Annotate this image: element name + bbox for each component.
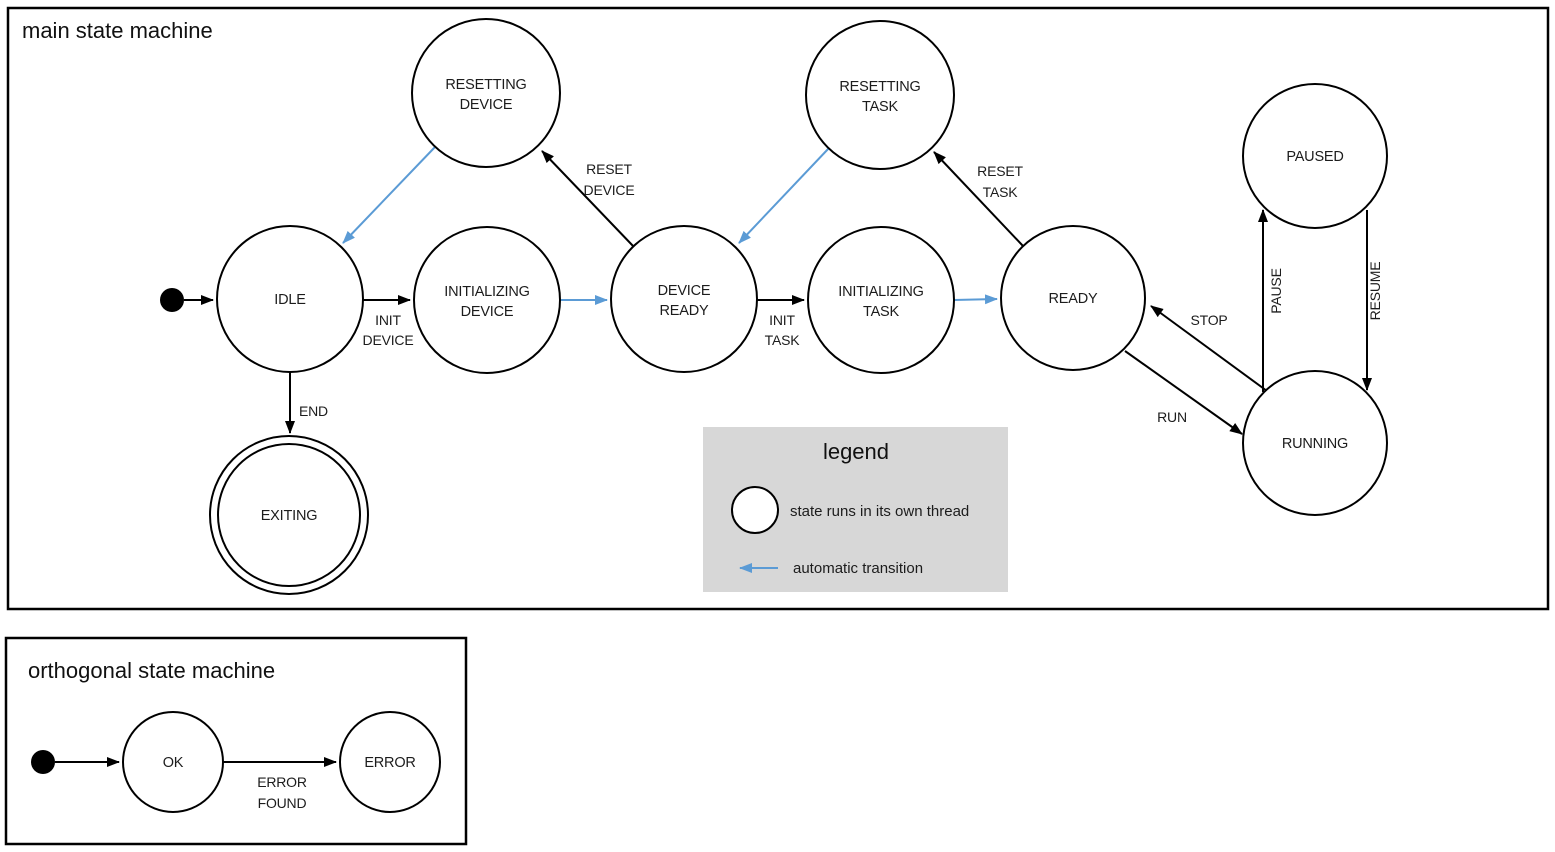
state-ready: READY xyxy=(1000,225,1146,371)
state-initializing-task-label-line1: INITIALIZING xyxy=(838,284,923,300)
state-ok-label: OK xyxy=(163,755,184,771)
auto-transition-initializing-task-to-ready xyxy=(953,294,998,305)
legend-title: legend xyxy=(823,439,889,464)
state-resetting-task-label-line2: TASK xyxy=(862,99,899,115)
initial-state-dot xyxy=(160,288,184,312)
transition-run xyxy=(1124,350,1243,435)
state-ready-label: READY xyxy=(1049,291,1098,307)
state-device-ready-label-line2: READY xyxy=(660,303,709,319)
state-initializing-device-label-line2: DEVICE xyxy=(461,304,514,320)
transition-label-init-device-line1: INIT xyxy=(375,312,401,328)
main-state-machine: main state machine INIT DEVICE RESET DEV… xyxy=(6,6,1550,611)
orthogonal-initial-state-dot xyxy=(31,750,55,774)
state-idle-circle xyxy=(216,225,364,373)
orthogonal-frame xyxy=(4,636,468,846)
state-exiting-label: EXITING xyxy=(261,508,318,524)
transition-label-reset-device-line1: RESET xyxy=(586,161,632,177)
transition-label-init-device-line2: DEVICE xyxy=(363,332,414,348)
transition-reset-task xyxy=(933,151,1024,247)
state-error: ERROR xyxy=(339,711,441,813)
state-ok-circle xyxy=(122,711,224,813)
transition-label-end: END xyxy=(299,403,328,419)
state-running-circle xyxy=(1242,370,1388,516)
state-resetting-task-label-line1: RESETTING xyxy=(839,79,920,95)
state-idle: IDLE xyxy=(216,225,364,373)
transition-reset-device xyxy=(541,150,635,248)
state-initializing-device: INITIALIZING DEVICE xyxy=(413,226,561,374)
state-initializing-task-label-line2: TASK xyxy=(863,304,900,320)
transition-label-resume: RESUME xyxy=(1367,262,1383,321)
legend: legend state runs in its own thread auto… xyxy=(703,427,1008,592)
state-initializing-task-circle xyxy=(807,226,955,374)
orthogonal-state-machine: orthogonal state machine ERROR FOUND OK … xyxy=(4,636,468,846)
state-error-circle xyxy=(339,711,441,813)
state-paused: PAUSED xyxy=(1242,83,1388,229)
transition-label-reset-device-line2: DEVICE xyxy=(584,182,635,198)
transition-label-error-found-line1: ERROR xyxy=(257,774,307,790)
auto-transition-resetting-task-to-device-ready xyxy=(738,147,830,244)
state-paused-label: PAUSED xyxy=(1286,149,1343,165)
state-resetting-task-circle xyxy=(805,20,955,170)
state-ready-circle xyxy=(1000,225,1146,371)
state-initializing-task: INITIALIZING TASK xyxy=(807,226,955,374)
legend-thread-state-icon xyxy=(731,486,779,534)
main-title: main state machine xyxy=(22,18,213,43)
state-exiting-final: EXITING xyxy=(209,435,369,595)
state-paused-circle xyxy=(1242,83,1388,229)
transition-label-init-task-line1: INIT xyxy=(769,312,795,328)
transition-stop xyxy=(1150,305,1268,392)
state-idle-label: IDLE xyxy=(274,292,306,308)
legend-auto-transition-label: automatic transition xyxy=(793,560,923,577)
transition-label-reset-task-line1: RESET xyxy=(977,163,1023,179)
transition-label-run: RUN xyxy=(1157,409,1187,425)
orthogonal-title: orthogonal state machine xyxy=(28,658,275,683)
state-running: RUNNING xyxy=(1242,370,1388,516)
state-resetting-task: RESETTING TASK xyxy=(805,20,955,170)
state-device-ready-circle xyxy=(610,225,758,373)
main-frame xyxy=(6,6,1550,611)
state-initializing-device-circle xyxy=(413,226,561,374)
state-resetting-device-label-line1: RESETTING xyxy=(445,77,526,93)
state-error-label: ERROR xyxy=(364,755,415,771)
legend-thread-state-label: state runs in its own thread xyxy=(790,503,969,520)
state-running-label: RUNNING xyxy=(1282,436,1348,452)
state-resetting-device-label-line2: DEVICE xyxy=(460,97,513,113)
auto-transition-resetting-device-to-idle xyxy=(342,146,436,244)
state-ok: OK xyxy=(122,711,224,813)
transition-label-error-found-line2: FOUND xyxy=(258,795,307,811)
state-resetting-device: RESETTING DEVICE xyxy=(411,18,561,168)
transition-label-stop: STOP xyxy=(1190,312,1227,328)
transition-label-pause: PAUSE xyxy=(1268,268,1284,313)
transition-label-init-task-line2: TASK xyxy=(765,332,801,348)
state-initializing-device-label-line1: INITIALIZING xyxy=(444,284,529,300)
transition-label-reset-task-line2: TASK xyxy=(983,184,1019,200)
state-device-ready: DEVICE READY xyxy=(610,225,758,373)
state-device-ready-label-line1: DEVICE xyxy=(658,283,711,299)
state-resetting-device-circle xyxy=(411,18,561,168)
state-exiting-circle xyxy=(217,443,361,587)
